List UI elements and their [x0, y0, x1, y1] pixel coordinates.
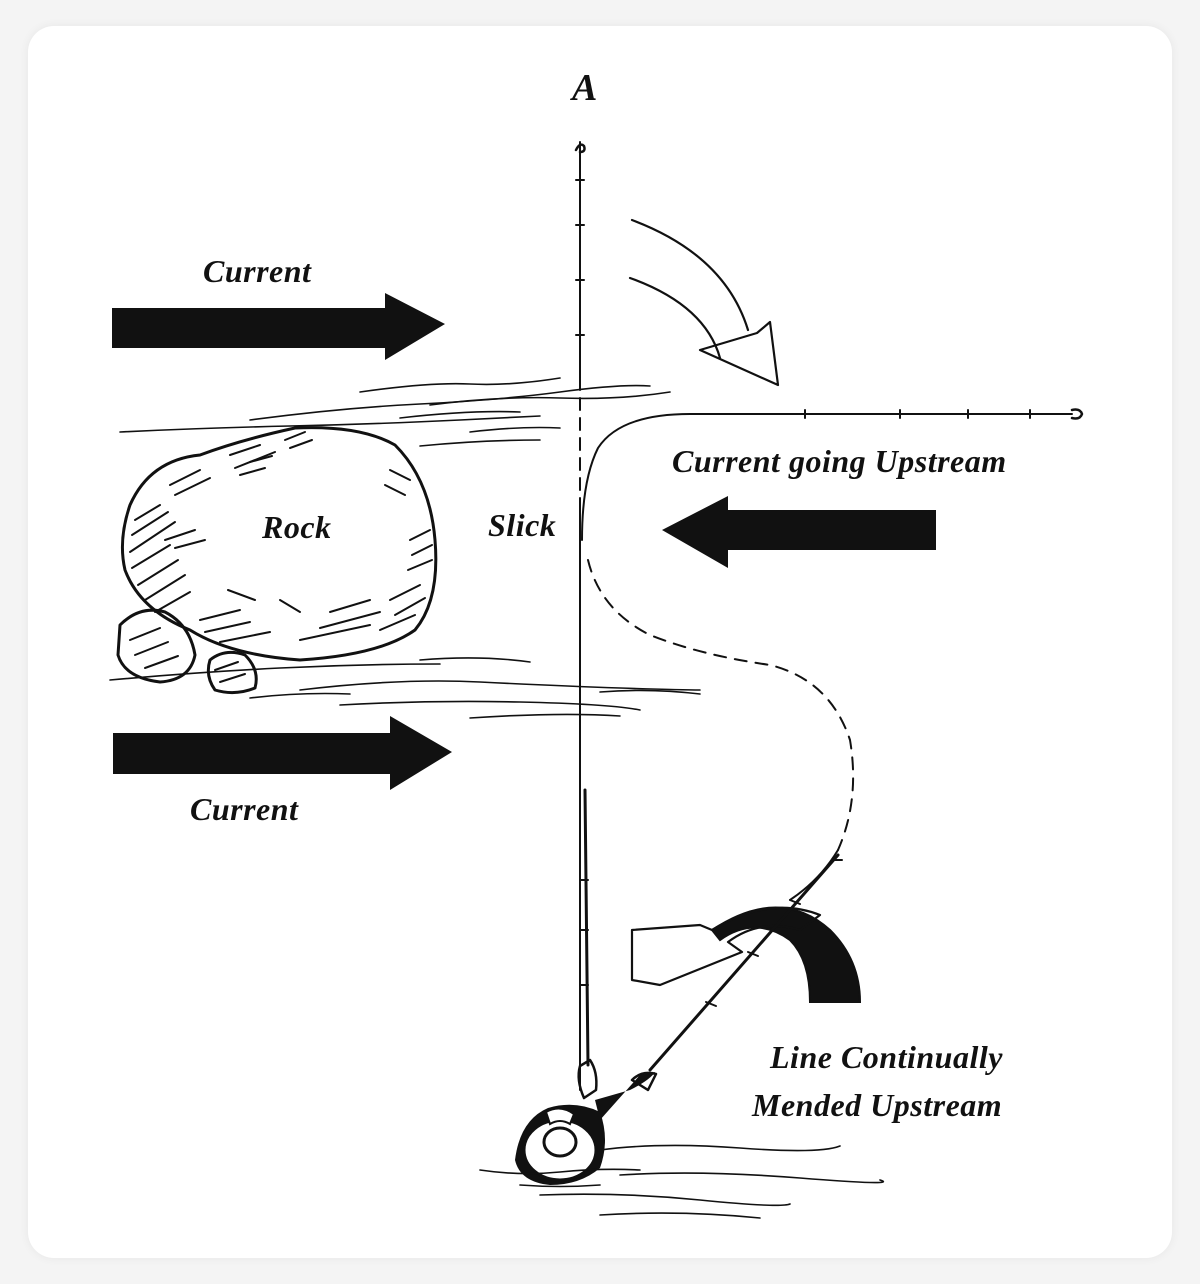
straight-line-path [574, 141, 590, 1091]
mended-line-path [581, 408, 1084, 901]
label-mend-line1: Line Continually [769, 1039, 1003, 1075]
current-arrow-upstream-icon [662, 496, 936, 568]
current-arrow-top-icon [112, 293, 445, 360]
curved-arrow-top-icon [628, 218, 780, 387]
label-rock: Rock [261, 509, 332, 545]
label-slick: Slick [488, 507, 556, 543]
fly-rod [648, 853, 843, 1072]
water-ripples [109, 377, 701, 719]
rock-icon [116, 426, 438, 695]
current-arrow-bottom-icon [113, 716, 452, 790]
mend-arrow-icon [630, 906, 862, 1003]
label-current-top: Current [203, 253, 312, 289]
page-card [28, 26, 1172, 1258]
label-current-bottom: Current [190, 791, 299, 827]
label-current-upstream: Current going Upstream [672, 443, 1007, 479]
angler-icon [479, 1058, 885, 1219]
label-point-a: A [570, 67, 598, 109]
label-mend-line2: Mended Upstream [751, 1087, 1002, 1123]
